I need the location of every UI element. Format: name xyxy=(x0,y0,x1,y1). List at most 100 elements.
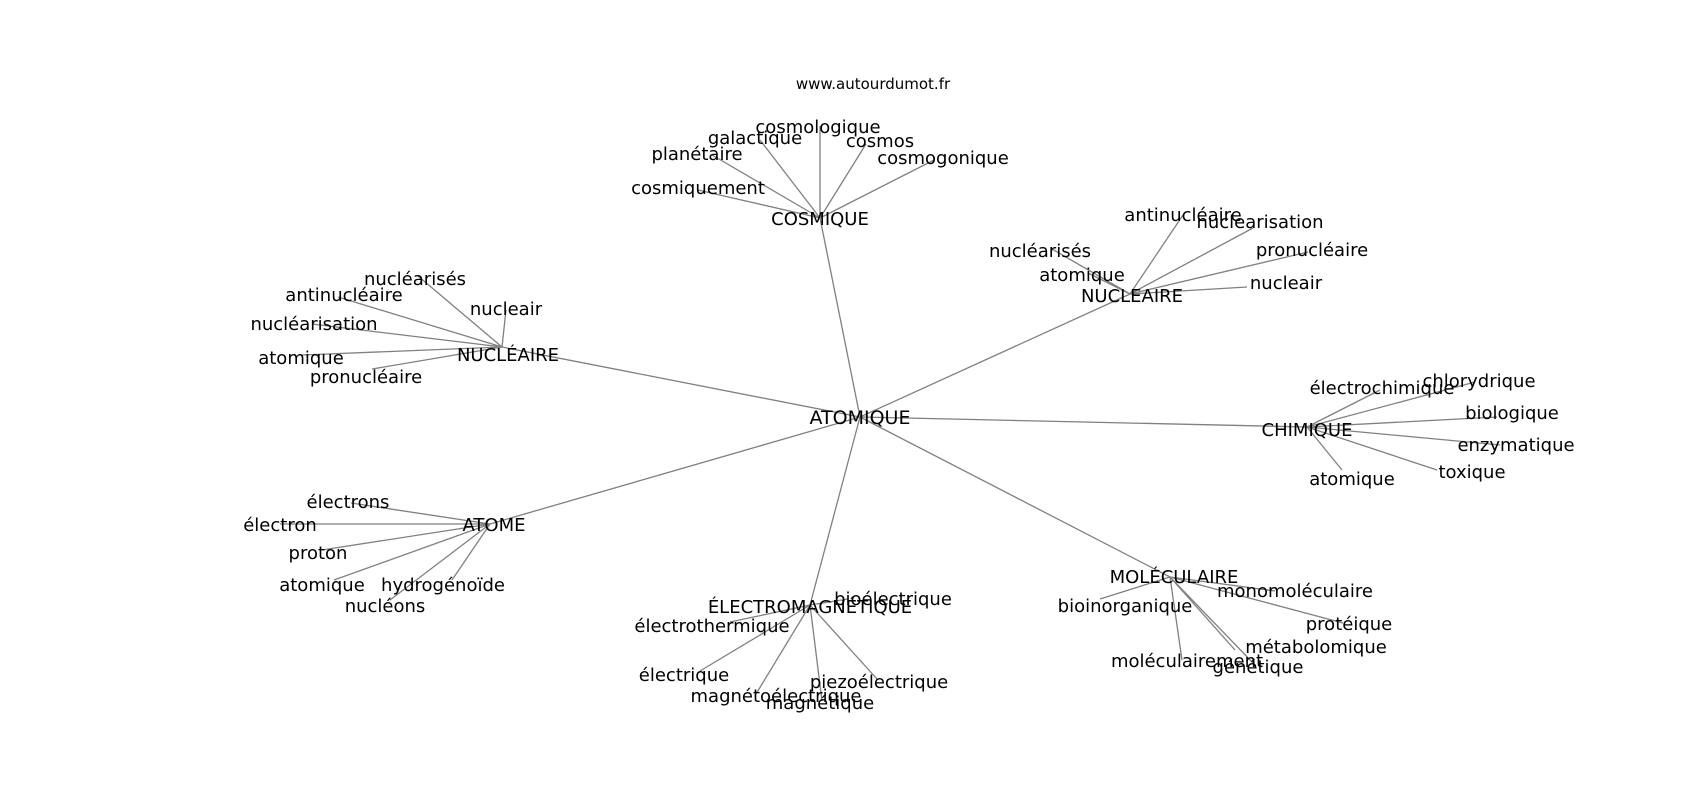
leaf-word: planétaire xyxy=(651,144,742,165)
leaf-word: métabolomique xyxy=(1245,637,1387,658)
leaf-word: atomique xyxy=(1309,469,1395,490)
leaf-word: cosmos xyxy=(846,131,914,152)
leaf-word: électrochimique xyxy=(1310,378,1455,399)
leaf-word: antinucléaire xyxy=(285,285,402,306)
edge-electromagnetique-magnetique xyxy=(809,604,823,702)
leaf-word: moléculairement xyxy=(1111,651,1263,672)
edge-moleculaire-genetique xyxy=(1169,576,1256,666)
leaf-word: nucléons xyxy=(345,596,426,617)
edge-nucleaire-pronucleaire xyxy=(1129,251,1309,295)
edge-electromagnetique-piezoelectrique xyxy=(809,604,878,680)
leaf-word: antinucléaire xyxy=(1124,205,1241,226)
leaf-word: cosmologique xyxy=(755,117,880,138)
edge-moleculaire-proteique xyxy=(1169,576,1344,624)
leaf-word: enzymatique xyxy=(1457,435,1574,456)
edge-cosmique-planetaire xyxy=(711,154,821,219)
edge-moleculaire-monomoleculaire xyxy=(1169,576,1276,592)
leaf-word: cosmiquement xyxy=(631,178,765,199)
hub-word-atome: ATOME xyxy=(463,515,526,536)
leaf-word: monomoléculaire xyxy=(1217,581,1373,602)
leaf-word: nucléarisation xyxy=(250,314,377,335)
edge-atome-nucleons xyxy=(389,523,491,601)
edge-center-nucleaire xyxy=(859,293,1131,418)
edge-chimique-chlorydrique xyxy=(1306,381,1476,428)
leaf-word: chlorydrique xyxy=(1422,371,1535,392)
leaf-word: nucléarisés xyxy=(989,241,1091,262)
edge-atome-proton xyxy=(321,523,491,551)
leaf-word: bioinorganique xyxy=(1058,596,1193,617)
leaf-word: atomique xyxy=(1039,265,1125,286)
edge-electromagnetique-electrique xyxy=(699,604,811,672)
leaf-word: génétique xyxy=(1213,657,1304,678)
edge-nucleaire-nuclearisation xyxy=(311,323,503,348)
leaf-word: protéique xyxy=(1306,614,1392,635)
leaf-word: magnétique xyxy=(766,693,874,714)
edge-nucleaire-pronucleaire xyxy=(371,346,503,370)
leaf-word: cosmogonique xyxy=(877,148,1009,169)
leaf-word: pronucléaire xyxy=(310,367,422,388)
edge-chimique-enzymatique xyxy=(1306,426,1501,446)
edge-nucleaire-atomique xyxy=(301,346,503,356)
edge-nucleaire-nuclearises xyxy=(1051,248,1131,295)
graph-edges xyxy=(280,126,1501,702)
hub-word-chimique: CHIMIQUE xyxy=(1262,420,1353,441)
leaf-word: atomique xyxy=(279,575,365,596)
edge-atome-atomique xyxy=(333,523,491,581)
edge-electromagnetique-electrothermique xyxy=(729,604,811,623)
leaf-word: galactique xyxy=(708,128,802,149)
edge-electromagnetique-bioelectrique xyxy=(809,598,849,606)
hub-word-moleculaire: MOLÉCULAIRE xyxy=(1110,566,1239,588)
edge-moleculaire-bioinorganique xyxy=(1099,576,1171,600)
source-url: www.autourdumot.fr xyxy=(796,75,951,93)
leaf-word: toxique xyxy=(1438,462,1505,483)
leaf-word: nuclearisation xyxy=(1196,212,1323,233)
leaf-word: nucleair xyxy=(1250,273,1323,294)
leaf-word: nucleair xyxy=(470,299,543,320)
leaf-word: électrons xyxy=(307,492,390,513)
leaf-word: magnétoélectrique xyxy=(691,686,862,707)
edge-center-nucleaire xyxy=(501,346,861,418)
hub-word-nucleaire: NUCLEAIRE xyxy=(1081,286,1183,307)
leaf-word: pronucléaire xyxy=(1256,240,1368,261)
edge-nucleaire-antinucleaire xyxy=(337,296,503,348)
edge-cosmique-cosmogonique xyxy=(819,159,935,219)
hub-word-electromagnetique: ÉLECTROMAGNÉTIQUE xyxy=(708,596,912,618)
edge-center-electromagnetique xyxy=(809,416,861,606)
edge-nucleaire-nucleair xyxy=(1129,286,1248,295)
hub-word-cosmique: COSMIQUE xyxy=(771,209,869,230)
edge-chimique-electrochimique xyxy=(1306,389,1381,428)
hub-word-nucleaire: NUCLÉAIRE xyxy=(457,344,559,366)
edge-nucleaire-nucleair xyxy=(501,309,507,348)
leaf-word: biologique xyxy=(1465,403,1559,424)
graph-labels: www.autourdumot.fr ATOMIQUE cosmologique… xyxy=(243,75,1574,714)
edge-cosmique-cosmiquement xyxy=(697,189,821,219)
leaf-word: atomique xyxy=(258,348,344,369)
leaf-word: bioélectrique xyxy=(834,589,952,610)
leaf-word: hydrogénoïde xyxy=(381,575,505,596)
edge-chimique-atomique xyxy=(1306,426,1343,471)
leaf-word: piezoélectrique xyxy=(810,672,948,693)
edge-chimique-biologique xyxy=(1306,416,1498,428)
edge-atome-electrons xyxy=(350,502,491,525)
edge-center-chimique xyxy=(859,416,1308,428)
edge-nucleaire-antinucleaire xyxy=(1129,214,1184,295)
center-word: ATOMIQUE xyxy=(810,407,911,429)
edge-electromagnetique-magnetoelectrique xyxy=(755,604,811,695)
edge-cosmique-galactique xyxy=(759,139,821,219)
edge-center-moleculaire xyxy=(859,416,1171,578)
edge-atome-hydrogenoide xyxy=(451,523,491,581)
edge-center-cosmique xyxy=(819,217,861,418)
leaf-word: proton xyxy=(289,543,348,564)
edge-nucleaire-nuclearisation xyxy=(1129,227,1254,295)
leaf-word: électrique xyxy=(639,665,729,686)
edge-nucleaire-nuclearises xyxy=(417,275,503,348)
leaf-word: nucléarisés xyxy=(364,269,466,290)
edge-cosmique-cosmos xyxy=(819,143,867,219)
edge-moleculaire-metabolomique xyxy=(1169,576,1236,651)
leaf-word: électron xyxy=(243,515,317,536)
edge-nucleaire-atomique xyxy=(1087,272,1131,295)
leaf-word: électrothermique xyxy=(634,616,789,637)
edge-center-atome xyxy=(489,416,861,525)
edge-moleculaire-moleculairement xyxy=(1169,576,1183,661)
